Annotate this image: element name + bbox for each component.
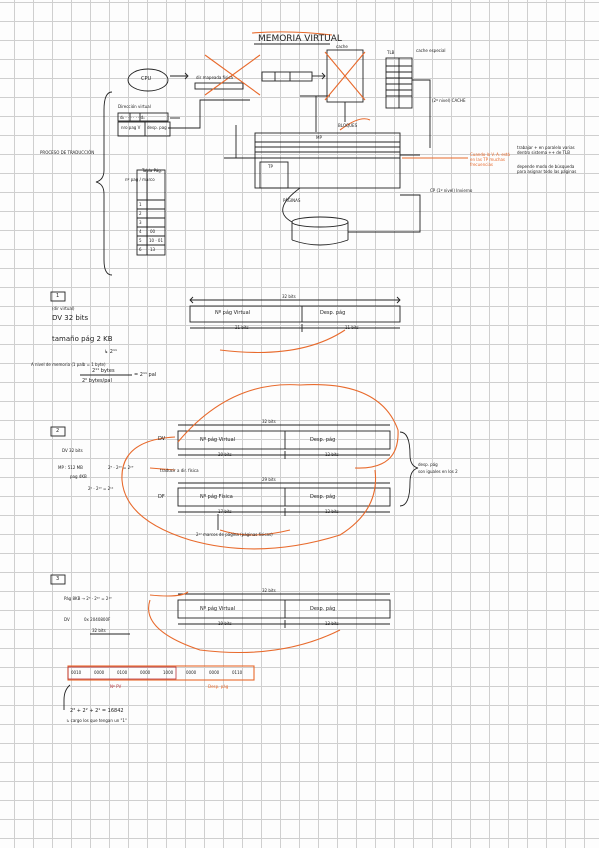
exercise-3-number: 3 [56, 576, 60, 582]
ex2-bits-mid: 29 bits [262, 477, 276, 482]
exercise-1-number: 1 [56, 293, 60, 299]
binary-nibble: 0000 [209, 670, 220, 675]
ex1-note: A nivel de memoria (1 palb = 1 byte) [31, 362, 106, 367]
ex2-df-label: DF [158, 494, 165, 500]
cache-label: cache [336, 44, 348, 49]
binary-nibble: 0000 [94, 670, 105, 675]
ex1-bits-npv: 21 bits [235, 325, 249, 330]
ex2-pag-calc: 2² · 2¹⁰ = 2¹² [88, 486, 114, 491]
cp-label: CP (1º nivel) Invierno [430, 188, 473, 193]
tabla-val: 00 [150, 229, 156, 234]
page-title: MEMORIA VIRTUAL [258, 34, 342, 44]
bloques-label: BLOQUES [338, 123, 358, 128]
mp-label: MP [316, 135, 322, 140]
proceso-label: PROCESO DE TRADUCCIÓN [40, 150, 95, 155]
side-note-b: depende modo de búsqueda para asignar to… [517, 164, 577, 174]
binary-nibble: 0000 [140, 670, 151, 675]
ex2-marcos: 2¹⁷ marcos de página (páginas físicas) [196, 532, 273, 537]
tabla-row: 5 [139, 238, 142, 243]
ex2-field-desp: Desp. pág [310, 437, 336, 443]
tabla-row: 3 [139, 220, 142, 225]
orange-note: Cuando la V. A. está en las TP muchas fr… [470, 152, 510, 167]
tabla-row: 4 [139, 229, 142, 234]
ex1-tam: tamaño pág 2 KB [52, 335, 113, 343]
ex1-frac-bottom: 2⁰ bytes/pal [82, 378, 112, 384]
ex1-frac-result: = 2¹¹ pal [134, 372, 157, 378]
ex1-bits-total: 32 bits [282, 294, 296, 299]
ex2-dv-label: DV [158, 436, 166, 442]
ex2-bits-top: 32 bits [262, 419, 276, 424]
side-note-a: trabajar + en paralelo varias dentro sis… [517, 145, 575, 155]
binary-nibble: 0000 [186, 670, 197, 675]
ex2-field-desp-f: Desp. pág [310, 494, 336, 500]
binary-nibble: 0010 [71, 670, 82, 675]
ex2-bits-npv: 20 bits [218, 452, 232, 457]
ex3-dv: DV [64, 617, 70, 622]
ex2-bits-desp: 12 bits [325, 452, 339, 457]
ex3-field-npv: Nº pág Virtual [200, 606, 236, 612]
ex2-field-npv: Nº pág Virtual [200, 437, 236, 443]
tlb-label: TLB [387, 50, 395, 55]
ex1-field-npv: Nº pág Virtual [215, 310, 251, 316]
ex2-side-1: desp. pág [418, 462, 438, 467]
ex3-note: ↳ cargo los que tengan un "1" [66, 718, 127, 723]
binary-nibble: 1000 [163, 670, 174, 675]
tp-label: TP [268, 164, 273, 169]
tabla-header: nº pag / marco [125, 177, 155, 182]
tabla-val: 10 · 01 [149, 238, 163, 243]
nro-pag-label: nro pag V [121, 125, 141, 130]
ex2-mp-calc: 2⁹ · 2²⁰ = 2²⁹ [108, 465, 134, 470]
ex3-bits-npv: 19 bits [218, 621, 232, 626]
tabla-row: 6 [139, 247, 142, 252]
ex1-subtitle: (dir virtual) [52, 306, 75, 311]
ex1-arrow: ↳ 2¹¹ [104, 349, 117, 355]
dir-virtual-row: d₀ · · · · · · dₙ [120, 115, 145, 120]
binary-nibble: 0110 [232, 670, 243, 675]
tabla-row: 2 [139, 211, 142, 216]
ex2-side-2: son iguales en los 2 [418, 469, 458, 474]
ex3-bits-desp: 13 bits [325, 621, 339, 626]
ex1-dv: DV 32 bits [52, 314, 89, 322]
ex2-dv: DV 32 bits [62, 448, 83, 453]
ex2-bits-desp-f: 12 bits [325, 509, 339, 514]
cache-level-label: (2º nivel) CACHE [432, 98, 466, 103]
desp-pag-label: desp. pag [147, 125, 167, 130]
tlb-note: cache especial [416, 48, 446, 53]
ex3-hex: 0x 2040800F [84, 617, 111, 622]
dir-virtual-label: Dirección virtual [118, 104, 151, 109]
ex2-traducir: traducir a dir. física [160, 468, 199, 473]
ex3-desp-label: Desp. pág [208, 684, 229, 689]
ex3-npv-label: Nº PV [110, 684, 122, 689]
ex1-frac-top: 2¹¹ bytes [92, 368, 115, 374]
ex2-mp: MP : 512 MB [58, 465, 83, 470]
ex3-bits-top: 32 bits [262, 588, 276, 593]
ex3-pag: Pág 8KB → 2³ · 2¹⁰ = 2¹³ [64, 596, 112, 601]
binary-nibble: 0100 [117, 670, 128, 675]
exercise-2-number: 2 [56, 428, 60, 434]
paginas-label: PÁGINAS [283, 198, 301, 203]
ex1-field-desp: Desp. pág [320, 310, 346, 316]
ex3-field-desp: Desp. pág [310, 606, 336, 612]
tabla-row: 1 [139, 202, 142, 207]
ex2-pag: pag 4KB [70, 474, 87, 479]
ex1-bits-desp: 11 bits [345, 325, 359, 330]
ex2-bits-npf: 17 bits [218, 509, 232, 514]
tabla-val: 13 [150, 247, 156, 252]
ex3-bits: 32 bits [92, 628, 106, 633]
cpu-label: CPU [141, 76, 152, 82]
dir-mapeada-label: dir mapeada física [196, 75, 233, 80]
ex2-field-npf: Nº pág Física [200, 494, 233, 500]
ex3-sum: 2³ + 2² + 2¹ = 16842 [70, 708, 124, 714]
tabla-pag-label: Tabla Pág. [142, 168, 163, 173]
